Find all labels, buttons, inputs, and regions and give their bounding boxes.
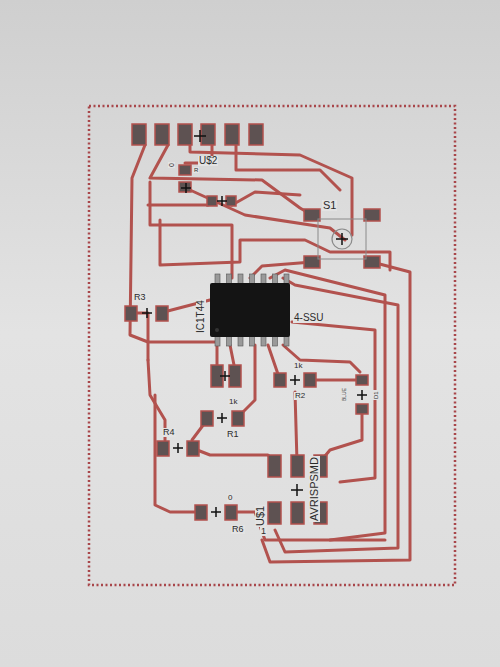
pads-part <box>229 365 241 387</box>
ic-chip-part-part <box>250 336 255 346</box>
part-name: U$2 <box>198 156 218 166</box>
ic-chip-part-part <box>250 274 255 284</box>
pads-part <box>179 182 191 192</box>
pads-part <box>356 404 368 414</box>
pads-part <box>178 124 192 145</box>
part-name: D1 <box>373 390 379 400</box>
traces-part <box>295 392 297 462</box>
traces-part <box>320 410 362 462</box>
traces-part <box>232 192 300 205</box>
ic-chip-part-part <box>261 336 266 346</box>
pads-part <box>268 502 281 524</box>
pin-number: 1 <box>260 527 267 536</box>
pads-part <box>356 375 368 385</box>
traces-part <box>275 278 398 552</box>
ic-chip-part-part <box>273 336 278 346</box>
pads-part <box>125 306 137 321</box>
value-label: 1k <box>293 362 303 370</box>
pads-part <box>195 505 207 520</box>
ic-chip-part-part <box>238 336 243 346</box>
traces-part <box>283 345 360 372</box>
pads-part <box>187 441 199 456</box>
origin-crosses <box>142 130 367 517</box>
board-outline <box>89 106 455 585</box>
ic-chip-part-part <box>227 336 232 346</box>
pads-part <box>268 455 281 477</box>
ic-chip-part-part <box>215 274 220 284</box>
ic-chip-part-part <box>284 336 289 346</box>
traces-part <box>310 379 362 382</box>
part-value: 4-SSU <box>293 313 324 323</box>
traces-part <box>230 512 385 540</box>
ic-chip-part <box>210 283 290 337</box>
traces-part <box>236 145 340 190</box>
color-label: BLUE <box>342 387 347 402</box>
part-name: R2 <box>294 392 306 400</box>
pads <box>125 124 380 524</box>
part-name: U$1 <box>255 505 266 527</box>
part-name: R1 <box>226 430 240 439</box>
ic-chip-part-part <box>284 274 289 284</box>
pads-part <box>207 196 217 206</box>
pads-part <box>225 505 237 520</box>
traces-part <box>190 145 352 235</box>
pads-part <box>179 165 191 175</box>
pads-part <box>201 124 215 145</box>
pads-part <box>226 196 236 206</box>
traces-part <box>148 204 208 207</box>
ic-chip-part <box>215 328 219 332</box>
pads-part <box>225 124 239 145</box>
value-label: 1k <box>228 398 238 406</box>
pads-part <box>232 411 244 426</box>
ic-chip-part-part <box>261 274 266 284</box>
part-value: AVRISPSMD <box>309 456 320 522</box>
part-name: S1 <box>322 200 337 211</box>
pads-part <box>249 124 263 145</box>
ic-chip-part-part <box>215 336 220 346</box>
pads-part <box>291 502 304 524</box>
traces-part <box>292 322 375 482</box>
part-name: R <box>193 167 199 173</box>
part-name: R3 <box>133 293 147 302</box>
ic-chip <box>210 274 290 346</box>
part-name: R6 <box>231 525 245 534</box>
ic-chip-part-part <box>227 274 232 284</box>
ic-chip-part-part <box>238 274 243 284</box>
traces <box>130 145 410 562</box>
part-name: R4 <box>162 428 176 437</box>
traces-part <box>190 190 345 240</box>
pads-part <box>274 373 286 387</box>
pads-part <box>132 124 146 145</box>
ic-chip-part-part <box>273 274 278 284</box>
pads-part <box>155 124 169 145</box>
traces-part <box>192 448 275 462</box>
traces-part <box>155 395 200 512</box>
pads-part <box>291 455 304 477</box>
value-label: 0 <box>168 162 175 168</box>
traces-part <box>160 220 390 270</box>
part-name: IC1T44 <box>196 299 206 334</box>
pads-part <box>156 306 168 321</box>
value-label: 0 <box>227 494 233 502</box>
pads-part <box>304 373 316 387</box>
pads-part <box>157 441 169 456</box>
pads-part <box>201 411 213 426</box>
